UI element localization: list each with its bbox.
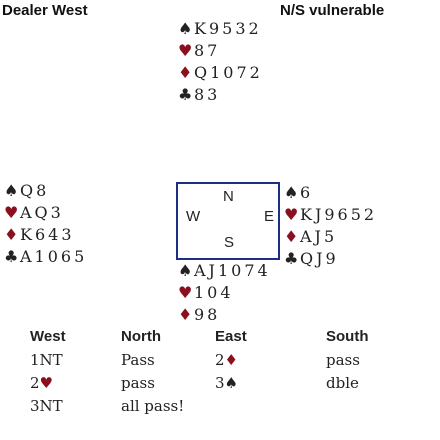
compass-north: N: [223, 188, 234, 205]
west-clubs-row: ♣A1065: [4, 246, 87, 268]
north-hand: ♠K9532 ♥87 ♦Q1072 ♣83: [178, 18, 263, 106]
diamond-icon: ♦: [178, 305, 193, 324]
compass-east: E: [264, 208, 275, 225]
south-spades-row: ♠AJ1074: [178, 260, 271, 282]
north-diamonds-row: ♦Q1072: [178, 62, 263, 84]
east-spades-row: ♠6: [284, 182, 377, 204]
east-hand: ♠6 ♥KJ9652 ♦AJ5 ♣QJ9: [284, 182, 377, 270]
east-hearts: KJ9652: [300, 205, 378, 224]
bid: 3NT: [30, 397, 63, 415]
north-clubs: 83: [194, 85, 221, 104]
east-spades: 6: [300, 183, 314, 202]
auction-header-east: East: [215, 328, 247, 345]
south-hearts-row: ♥104: [178, 282, 271, 304]
bid: 2♦: [215, 351, 238, 369]
auction-header-south: South: [326, 328, 369, 345]
heart-icon: ♥: [4, 203, 19, 222]
vulnerability-label: N/S vulnerable: [280, 2, 385, 19]
east-clubs-row: ♣QJ9: [284, 248, 377, 270]
south-spades: AJ1074: [194, 261, 271, 280]
east-hearts-row: ♥KJ9652: [284, 204, 377, 226]
compass-south: S: [224, 234, 235, 251]
auction-row: 2♥ pass 3♠ dble: [0, 374, 440, 397]
north-hearts: 87: [194, 41, 221, 60]
bid: 2♥: [30, 374, 53, 392]
bid: pass: [326, 351, 360, 369]
west-hearts-row: ♥AQ3: [4, 202, 87, 224]
north-spades: K9532: [194, 19, 262, 38]
heart-icon: ♥: [284, 205, 299, 224]
spade-icon: ♠: [284, 183, 299, 202]
auction-header: West North East South: [0, 328, 440, 351]
west-diamonds-row: ♦K643: [4, 224, 87, 246]
heart-icon: ♥: [39, 374, 53, 392]
club-icon: ♣: [178, 85, 193, 104]
south-hand: ♠AJ1074 ♥104 ♦98: [178, 260, 271, 326]
bid: all pass!: [121, 397, 185, 415]
east-clubs: QJ9: [300, 249, 339, 268]
auction-header-west: West: [30, 328, 66, 345]
north-clubs-row: ♣83: [178, 84, 263, 106]
spade-icon: ♠: [178, 261, 193, 280]
south-diamonds-row: ♦98: [178, 304, 271, 326]
heart-icon: ♥: [178, 283, 193, 302]
club-icon: ♣: [4, 247, 19, 266]
west-spades: Q8: [20, 181, 50, 200]
west-hand: ♠Q8 ♥AQ3 ♦K643 ♣A1065: [4, 180, 87, 268]
diamond-icon: ♦: [178, 63, 193, 82]
club-icon: ♣: [284, 249, 299, 268]
north-diamonds: Q1072: [194, 63, 263, 82]
south-diamonds: 98: [194, 305, 221, 324]
bid: dble: [326, 374, 359, 392]
diamond-icon: ♦: [4, 225, 19, 244]
bid: 3♠: [215, 374, 238, 392]
spade-icon: ♠: [4, 181, 19, 200]
auction-row: 1NT Pass 2♦ pass: [0, 351, 440, 374]
north-spades-row: ♠K9532: [178, 18, 263, 40]
auction-header-north: North: [121, 328, 161, 345]
diamond-icon: ♦: [284, 227, 299, 246]
west-clubs: A1065: [20, 247, 88, 266]
west-hearts: AQ3: [20, 203, 64, 222]
west-spades-row: ♠Q8: [4, 180, 87, 202]
east-diamonds: AJ5: [300, 227, 338, 246]
north-hearts-row: ♥87: [178, 40, 263, 62]
spade-icon: ♠: [224, 374, 238, 392]
bid: 1NT: [30, 351, 63, 369]
bid: pass: [121, 374, 155, 392]
bid: Pass: [121, 351, 155, 369]
east-diamonds-row: ♦AJ5: [284, 226, 377, 248]
west-diamonds: K643: [20, 225, 75, 244]
compass-west: W: [186, 208, 201, 225]
compass-box: N W E S: [176, 182, 280, 260]
auction-table: West North East South 1NT Pass 2♦ pass 2…: [0, 328, 440, 420]
spade-icon: ♠: [178, 19, 193, 38]
auction-row: 3NT all pass!: [0, 397, 440, 420]
dealer-label: Dealer West: [2, 2, 88, 19]
south-hearts: 104: [194, 283, 234, 302]
heart-icon: ♥: [178, 41, 193, 60]
diamond-icon: ♦: [224, 351, 238, 369]
